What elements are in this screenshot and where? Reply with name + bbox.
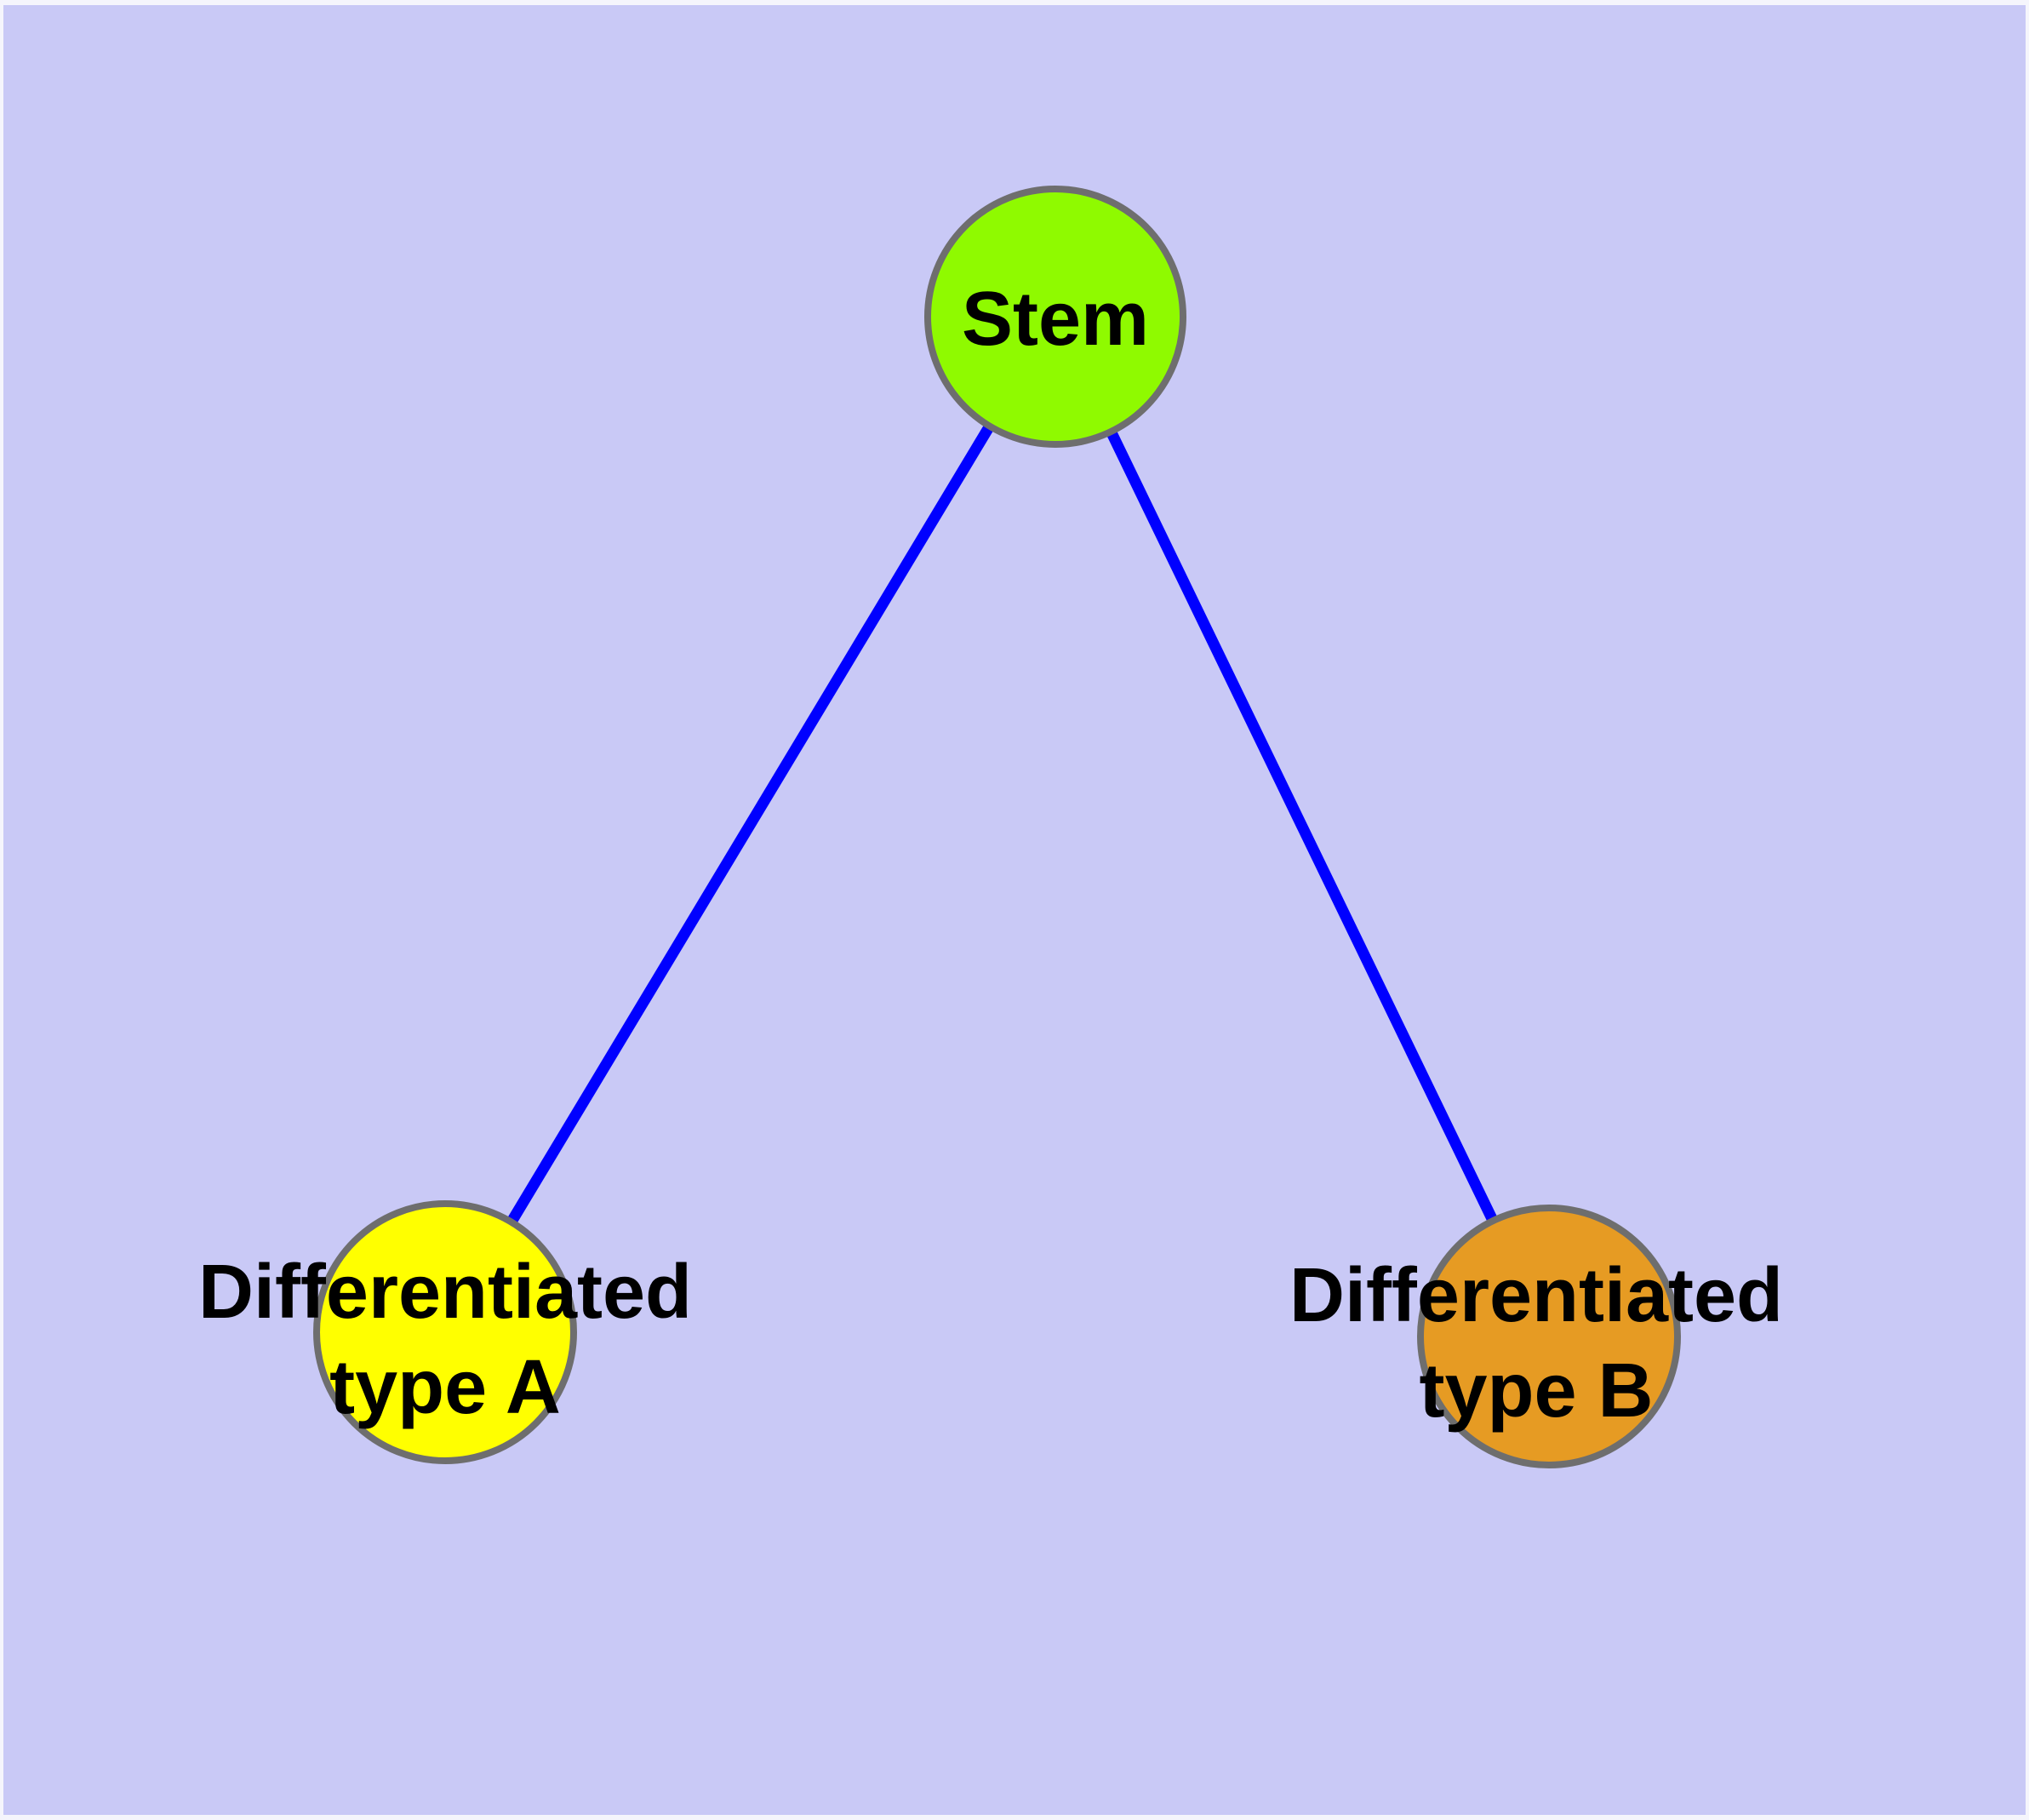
edge-stem-to-type-b: [1050, 314, 1554, 1339]
node-type-a-label-line1: Differentiated: [198, 1250, 692, 1335]
node-differentiated-type-a: [313, 1200, 577, 1464]
node-stem: [924, 186, 1186, 448]
node-stem-label: Stem: [962, 277, 1149, 362]
node-type-b-label-line1: Differentiated: [1289, 1253, 1783, 1338]
node-type-a-label-line2: type A: [329, 1345, 561, 1430]
node-differentiated-type-b: [1417, 1205, 1681, 1468]
edge-stem-to-type-a: [440, 313, 1060, 1336]
node-type-b-label-line2: type B: [1419, 1348, 1653, 1434]
